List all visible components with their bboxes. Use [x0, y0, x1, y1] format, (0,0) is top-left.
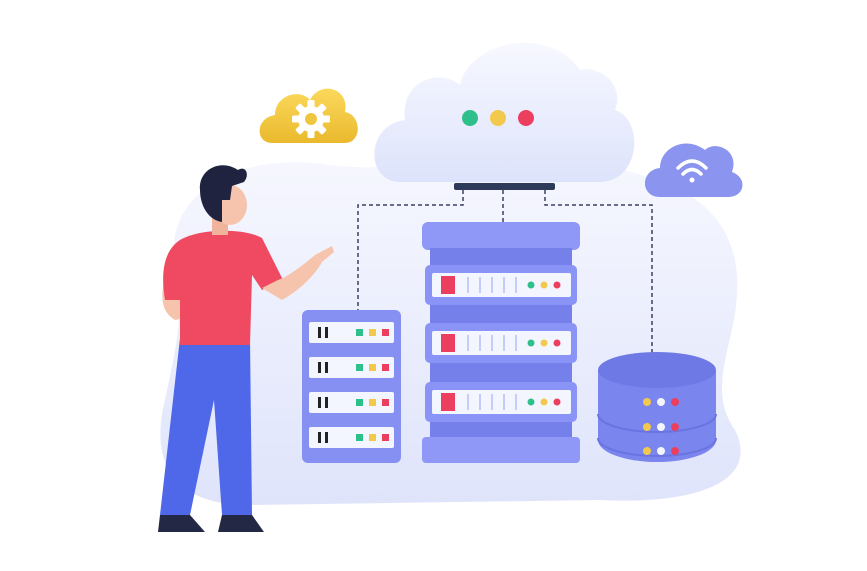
server-slot — [309, 427, 394, 448]
pants — [160, 338, 252, 515]
status-dot-yellow — [490, 110, 506, 126]
person-figure — [158, 165, 334, 532]
shirt — [163, 230, 283, 345]
server-unit — [425, 265, 577, 305]
server-slot — [309, 357, 394, 378]
hair — [199, 165, 247, 222]
shoe-right — [218, 515, 264, 532]
wifi-cloud — [645, 143, 743, 197]
shoe-left — [158, 515, 205, 532]
server-slot — [309, 392, 394, 413]
server-rack-main — [422, 222, 580, 463]
status-dot-green — [462, 110, 478, 126]
database-icon — [597, 352, 717, 462]
server-unit — [425, 323, 577, 363]
main-cloud — [374, 42, 635, 190]
server-unit — [425, 382, 577, 422]
gear-icon — [292, 100, 330, 138]
server-rack-small — [302, 310, 401, 463]
wifi-icon — [676, 159, 708, 183]
status-dot-red — [518, 110, 534, 126]
gear-cloud — [259, 88, 358, 143]
network-connections — [357, 190, 653, 355]
server-slot — [309, 322, 394, 343]
